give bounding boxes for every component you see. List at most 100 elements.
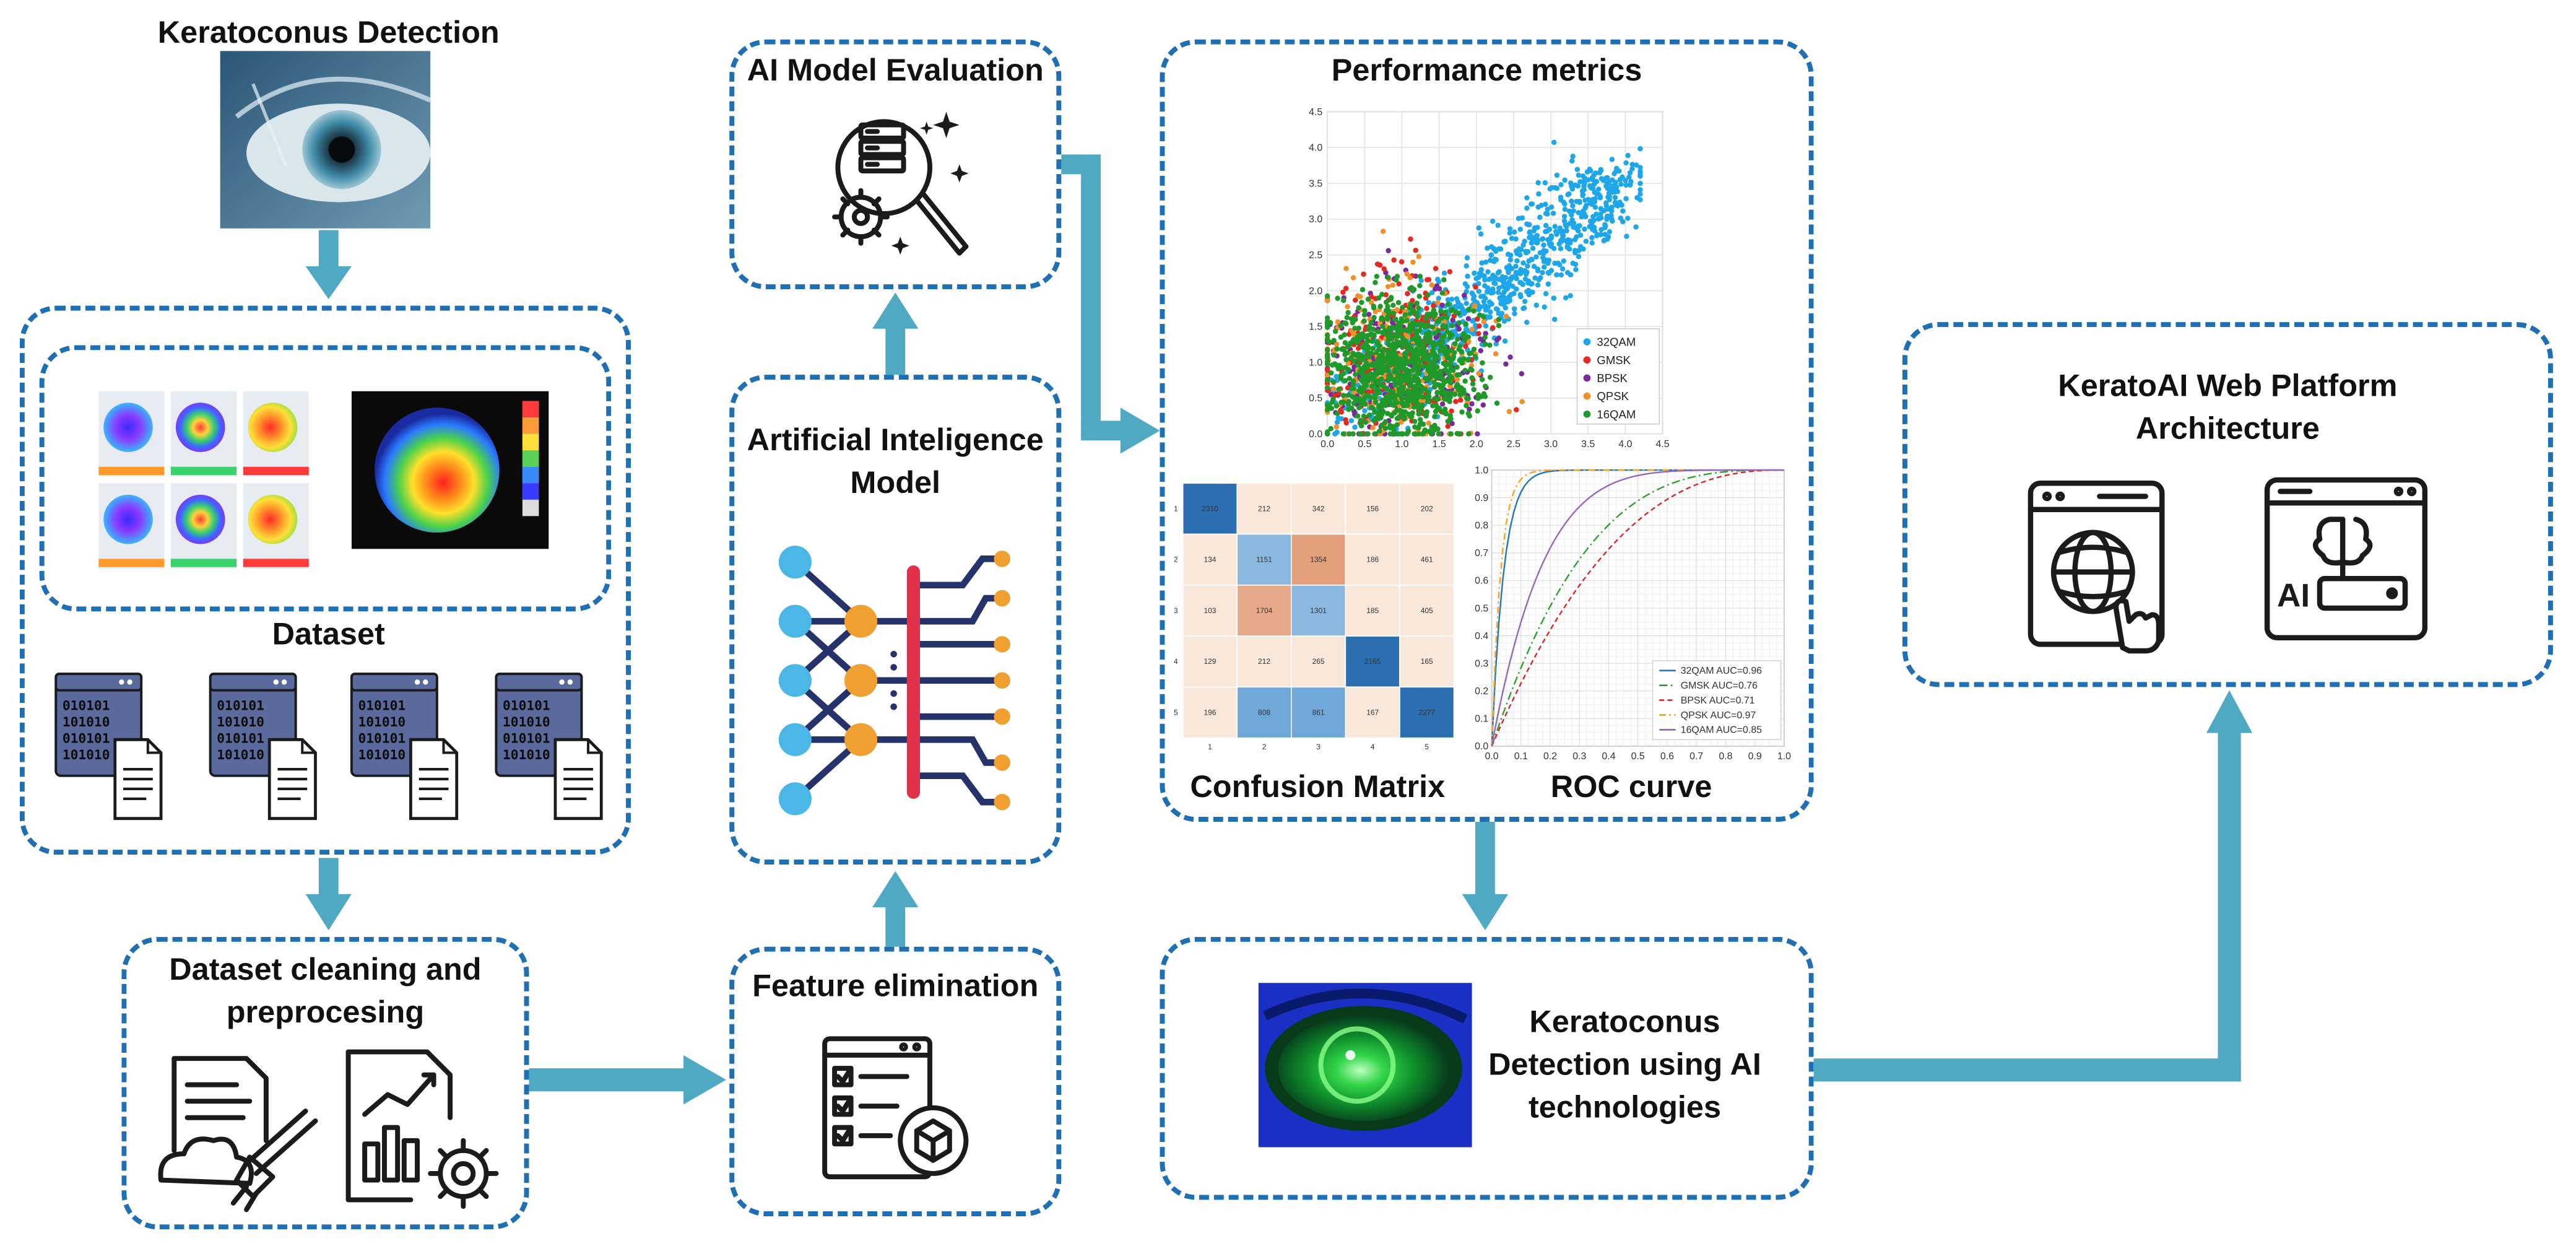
- scatter-point: [1458, 303, 1464, 308]
- scatter-point: [1410, 349, 1415, 354]
- scatter-point: [1355, 413, 1361, 419]
- scatter-point: [1542, 304, 1547, 310]
- scatter-point: [1505, 285, 1511, 291]
- scatter-point: [1552, 224, 1558, 229]
- scatter-point: [1387, 325, 1392, 331]
- scatter-point: [1526, 292, 1532, 298]
- scatter-point: [1340, 393, 1347, 398]
- scatter-point: [1590, 176, 1596, 183]
- scatter-point: [1477, 323, 1482, 329]
- scatter-point: [1562, 206, 1568, 212]
- scatter-point: [1324, 297, 1330, 303]
- cm-cell-value: 165: [1421, 657, 1433, 666]
- cm-x-tick: 2: [1262, 743, 1267, 751]
- scatter-point: [1519, 215, 1525, 221]
- document-brush-icon: [158, 1056, 318, 1213]
- scatter-point: [1402, 416, 1407, 422]
- scatter-point: [1384, 367, 1390, 373]
- database-icon: [56, 674, 161, 819]
- arrow-metrics-to-detection: [1462, 822, 1509, 931]
- scatter-point: [1476, 307, 1481, 313]
- scatter-point: [1417, 328, 1423, 333]
- cm-cell-value: 186: [1366, 555, 1379, 564]
- scatter-point: [1384, 314, 1390, 320]
- scatter-point: [1535, 239, 1540, 245]
- scatter-point: [1399, 375, 1405, 381]
- scatter-point: [1387, 360, 1393, 366]
- scatter-point: [1376, 404, 1382, 410]
- scatter-point: [1360, 388, 1366, 394]
- scatter-point: [1583, 203, 1589, 209]
- scatter-point: [1580, 209, 1586, 214]
- cm-cell-value: 167: [1366, 708, 1379, 717]
- scatter-point: [1449, 323, 1455, 329]
- scatter-point: [1480, 360, 1485, 366]
- scatter-point: [1613, 180, 1618, 185]
- scatter-point: [1535, 266, 1541, 272]
- scatter-point: [1569, 158, 1575, 164]
- scatter-point: [1498, 246, 1504, 252]
- scatter-point: [1496, 285, 1502, 291]
- scatter-point: [1520, 282, 1525, 287]
- scatter-point: [1445, 424, 1451, 429]
- scatter-point: [1436, 406, 1442, 411]
- scatter-point: [1429, 290, 1435, 295]
- scatter-point: [1529, 256, 1534, 263]
- scatter-point: [1377, 303, 1383, 309]
- scatter-point: [1423, 413, 1429, 419]
- fluorescein-eye-photo: [1258, 983, 1472, 1148]
- roc-x-tick: 0.7: [1689, 751, 1703, 762]
- scatter-point: [1402, 312, 1408, 318]
- scatter-point: [1415, 370, 1421, 376]
- cleaning-panel: [121, 936, 529, 1230]
- scatter-point: [1384, 332, 1390, 338]
- scatter-point: [1410, 259, 1416, 265]
- scatter-point: [1602, 222, 1608, 228]
- scatter-point: [1483, 259, 1489, 265]
- scatter-point: [1435, 276, 1441, 282]
- scatter-point: [1572, 182, 1578, 188]
- scatter-point: [1366, 354, 1371, 360]
- scatter-point: [1427, 360, 1433, 365]
- roc-legend-label: 32QAM AUC=0.96: [1681, 666, 1762, 676]
- detection-ai-title-line1: Keratoconus: [1529, 1006, 1720, 1040]
- scatter-point: [1340, 297, 1347, 303]
- scatter-point: [1324, 360, 1330, 366]
- scatter-point: [1509, 235, 1515, 242]
- scatter-point: [1408, 380, 1413, 385]
- scatter-point: [1519, 399, 1525, 404]
- ai-icon-label: AI: [2277, 577, 2310, 614]
- roc-x-tick: 0.9: [1748, 751, 1762, 762]
- scatter-point: [1467, 406, 1472, 412]
- scatter-point: [1363, 375, 1369, 381]
- scatter-point: [1478, 231, 1484, 237]
- scatter-point: [1472, 270, 1477, 276]
- scatter-point: [1338, 376, 1344, 381]
- scatter-point: [1452, 341, 1458, 347]
- scatter-y-tick: 4.5: [1309, 107, 1322, 118]
- scatter-point: [1382, 328, 1388, 334]
- scatter-point: [1561, 258, 1567, 264]
- scatter-point: [1465, 357, 1471, 363]
- scatter-point: [1334, 424, 1340, 430]
- scatter-point: [1365, 297, 1371, 302]
- scatter-point: [1416, 254, 1421, 259]
- scatter-legend-label: BPSK: [1597, 372, 1628, 385]
- scatter-point: [1412, 424, 1418, 430]
- roc-series-line: [1491, 469, 1784, 747]
- scatter-point: [1446, 362, 1452, 367]
- scatter-point: [1476, 289, 1482, 294]
- scatter-point: [1384, 385, 1389, 391]
- scatter-point: [1431, 396, 1438, 402]
- scatter-y-tick: 1.0: [1309, 357, 1322, 368]
- scatter-point: [1481, 314, 1486, 320]
- scatter-x-tick: 0.0: [1321, 439, 1334, 450]
- scatter-point: [1366, 311, 1372, 317]
- scatter-point: [1476, 331, 1481, 337]
- scatter-point: [1629, 162, 1635, 167]
- scatter-point: [1471, 308, 1477, 314]
- scatter-point: [1503, 275, 1509, 281]
- scatter-point: [1395, 330, 1401, 336]
- scatter-point: [1412, 431, 1418, 437]
- scatter-point: [1577, 223, 1582, 229]
